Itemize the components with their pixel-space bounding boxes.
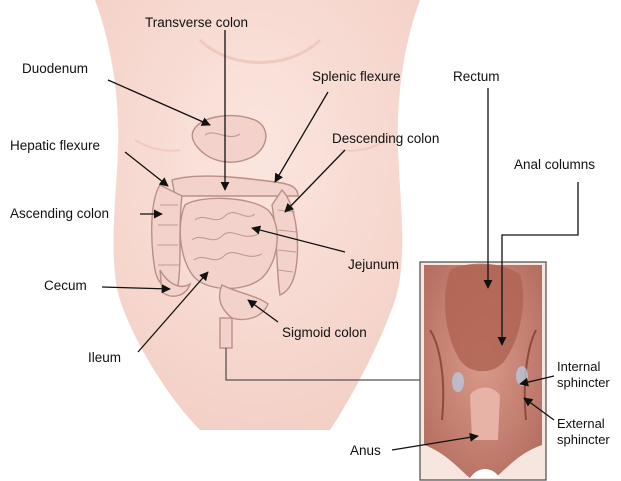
label-external-sphincter-line2: sphincter xyxy=(557,432,610,447)
label-splenic-flexure: Splenic flexure xyxy=(312,69,401,84)
label-anal-columns: Anal columns xyxy=(514,157,595,172)
anal-canal xyxy=(470,388,500,441)
label-sigmoid-colon: Sigmoid colon xyxy=(282,325,367,340)
rectum-stump-shape xyxy=(220,318,232,348)
label-internal-sphincter-line2: sphincter xyxy=(557,375,610,390)
label-descending-colon: Descending colon xyxy=(332,131,439,146)
rectum-inset xyxy=(420,262,546,480)
jejunum-shape xyxy=(180,198,277,288)
label-hepatic-flexure: Hepatic flexure xyxy=(10,138,100,153)
label-jejunum: Jejunum xyxy=(348,257,399,272)
label-duodenum: Duodenum xyxy=(22,61,88,76)
label-transverse-colon: Transverse colon xyxy=(145,15,248,30)
label-ascending-colon: Ascending colon xyxy=(10,206,109,221)
label-external-sphincter-line1: External xyxy=(557,416,605,431)
label-rectum: Rectum xyxy=(453,69,500,84)
label-cecum: Cecum xyxy=(44,278,87,293)
label-internal-sphincter-line1: Internal xyxy=(557,359,600,374)
ascending-colon-shape xyxy=(152,185,182,288)
label-ileum: Ileum xyxy=(88,350,121,365)
label-anus: Anus xyxy=(350,443,381,458)
